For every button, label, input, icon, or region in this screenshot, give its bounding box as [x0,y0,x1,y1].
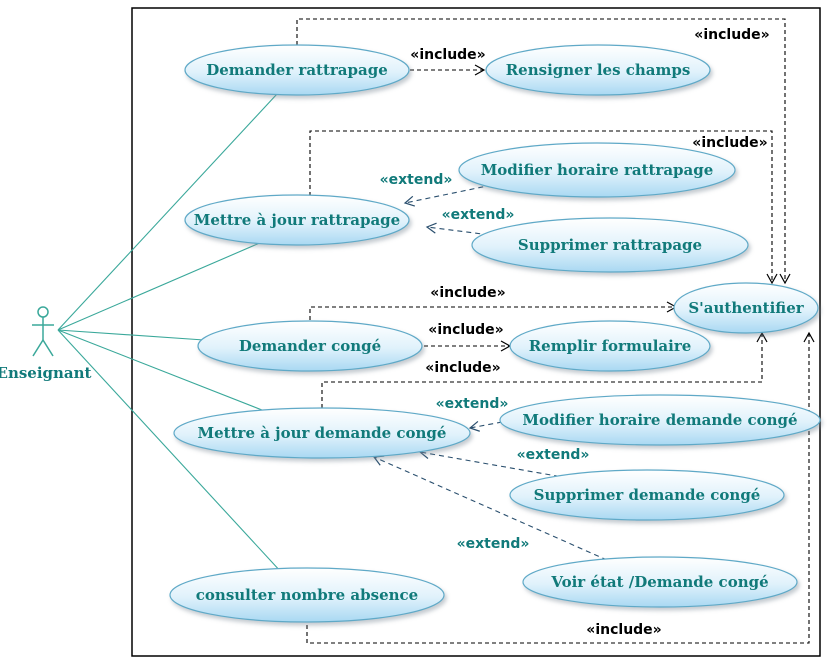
label-include-renseigner: «include» [410,47,485,63]
assoc-mettre-a-jour-demande-conge [57,329,263,411]
use-case-label: Supprimer demande congé [534,486,761,504]
assoc-demander-rattrapage [57,93,278,331]
use-case-label: Modifier horaire demande congé [522,411,797,429]
use-case-voir-etat-demande-conge[interactable]: Voir état /Demande congé [522,556,798,608]
label-include-auth-2: «include» [692,135,767,151]
associations [57,93,283,574]
label-include-auth-4: «include» [425,360,500,376]
use-case-label: Supprimer rattrapage [518,236,702,254]
system-boundary [131,7,821,657]
use-case-supprimer-demande-conge[interactable]: Supprimer demande congé [509,469,785,521]
label-extend-modifier-rattrapage: «extend» [380,172,453,188]
include-line-auth-5 [306,331,815,644]
label-include-auth-top: «include» [694,27,769,43]
assoc-demander-conge [57,329,205,341]
extend-line-modifier-conge [468,420,503,432]
use-case-authentifier[interactable]: S'authentifier [673,282,819,334]
use-case-label: Rensigner les champs [506,61,691,79]
actor-leg-right [42,339,54,357]
use-case-label: Mettre à jour rattrapage [194,211,400,229]
actor-enseignant[interactable]: Enseignant [0,306,92,382]
use-case-label: Demander rattrapage [206,61,388,79]
use-case-mettre-a-jour-demande-conge[interactable]: Mettre à jour demande congé [173,407,471,459]
include-line-auth-4 [321,331,768,408]
label-include-auth-5: «include» [586,622,661,638]
use-case-label: Demander congé [239,337,381,355]
include-line-auth-2 [309,130,778,285]
use-case-remplir-formulaire[interactable]: Remplir formulaire [509,320,711,372]
label-extend-supprimer-conge: «extend» [517,447,590,463]
label-include-remplir: «include» [428,322,503,338]
use-case-demander-conge[interactable]: Demander congé [197,320,423,372]
use-case-mettre-a-jour-rattrapage[interactable]: Mettre à jour rattrapage [184,194,410,246]
use-case-modifier-horaire-demande-conge[interactable]: Modifier horaire demande congé [499,394,821,446]
use-case-label: Remplir formulaire [529,337,692,355]
use-case-consulter-nombre-absence[interactable]: consulter nombre absence [169,567,445,623]
label-extend-modifier-conge: «extend» [436,396,509,412]
include-line-auth-1 [296,18,791,285]
label-extend-voir-etat: «extend» [457,536,530,552]
use-case-label: consulter nombre absence [196,586,418,604]
use-case-demander-rattrapage[interactable]: Demander rattrapage [184,44,410,96]
extend-line-voir-etat [372,455,608,561]
extend-line-modifier-rattrapage [403,184,493,207]
actor-leg-left [32,339,44,357]
actor-label: Enseignant [0,364,92,382]
use-case-label: Mettre à jour demande congé [198,424,447,442]
use-case-label: S'authentifier [688,299,804,317]
use-case-label: Modifier horaire rattrapage [481,161,714,179]
actor-head [37,306,49,318]
include-line-auth-3 [309,301,678,320]
use-case-supprimer-rattrapage[interactable]: Supprimer rattrapage [471,217,749,273]
extend-line-supprimer-conge [418,448,569,479]
assoc-mettre-a-jour-rattrapage [57,241,263,331]
include-relations [296,18,815,644]
assoc-consulter-nombre-absence [57,329,283,574]
label-extend-supprimer-rattrapage: «extend» [442,207,515,223]
use-case-renseigner-champs[interactable]: Rensigner les champs [485,44,711,96]
stereotype-labels: «include» «include» «include» «extend» «… [380,27,770,638]
use-case-label: Voir état /Demande congé [550,573,768,591]
use-case-modifier-horaire-rattrapage[interactable]: Modifier horaire rattrapage [458,142,736,198]
label-include-auth-3: «include» [430,285,505,301]
